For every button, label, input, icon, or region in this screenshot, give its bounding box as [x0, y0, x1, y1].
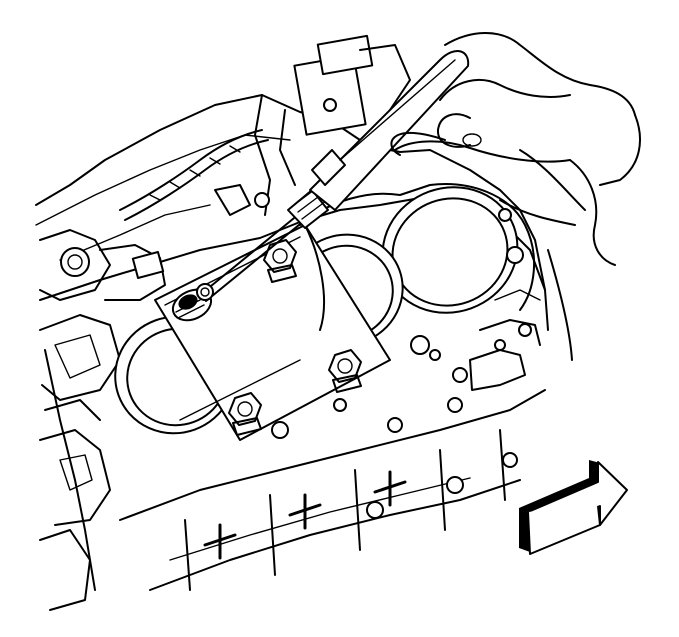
engine-block-icon: [35, 34, 549, 611]
block-edge-curve: [547, 249, 573, 361]
direction-arrow-icon: [519, 460, 628, 555]
hand-icon: [390, 32, 641, 266]
dial-tool-icon: [171, 50, 470, 322]
bolt-icon: [228, 239, 362, 436]
